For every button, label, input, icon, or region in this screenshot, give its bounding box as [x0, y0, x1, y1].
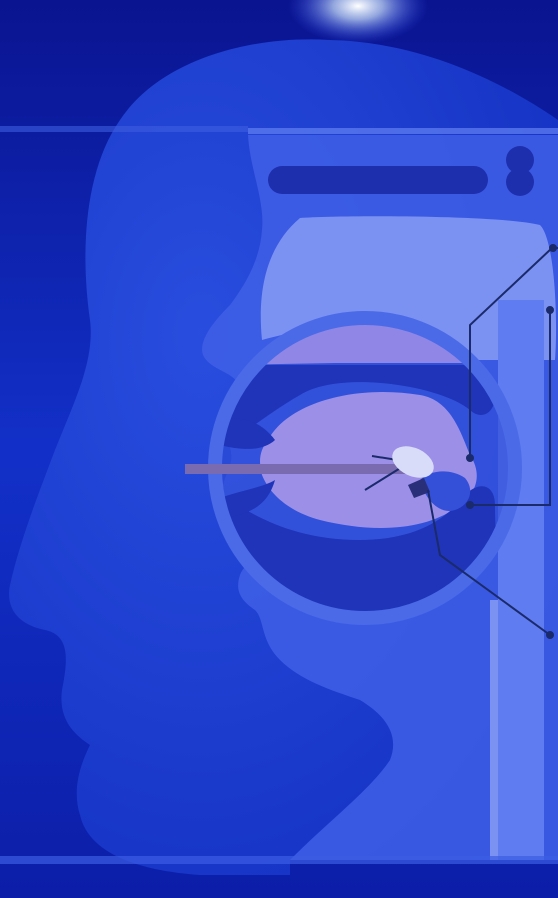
top-tube [268, 166, 488, 194]
throat-edge [490, 600, 498, 860]
tube-knob-bottom [506, 168, 534, 196]
top-frame-line-left [0, 126, 248, 132]
top-frame-line [248, 128, 558, 134]
throat-column [498, 300, 544, 860]
bottom-frame-line [0, 856, 558, 864]
